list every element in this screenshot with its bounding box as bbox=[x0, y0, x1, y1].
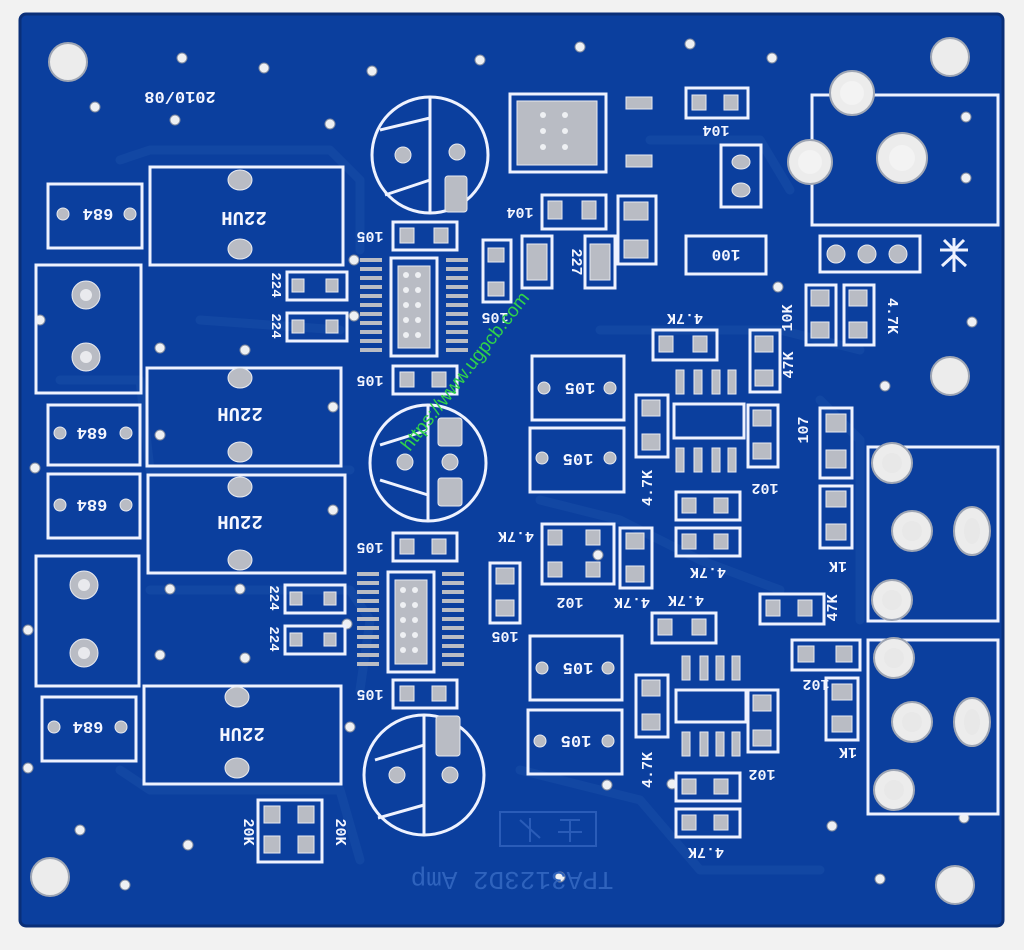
electrolytic-cap-3 bbox=[362, 713, 486, 837]
cap-105-vert: 105 bbox=[488, 561, 522, 644]
label-102-1: 102 bbox=[751, 479, 778, 496]
inductor-1: 22UH bbox=[148, 165, 345, 267]
label-684-2: 684 bbox=[77, 422, 108, 441]
label-22uh-4: 22UH bbox=[219, 722, 265, 744]
dc-jack bbox=[787, 70, 1000, 227]
res-100: 100 bbox=[684, 234, 768, 276]
cap-684-top: 684 bbox=[46, 182, 144, 250]
film-cap-105-c: 105 bbox=[528, 634, 624, 702]
cap-684-3: 684 bbox=[46, 472, 142, 540]
label-105-film-3: 105 bbox=[563, 657, 594, 676]
jumper-2pin bbox=[719, 143, 763, 209]
label-100: 100 bbox=[712, 245, 741, 263]
label-105-5: 105 bbox=[481, 308, 508, 325]
film-cap-105-a: 105 bbox=[530, 354, 626, 422]
label-684-4: 684 bbox=[73, 716, 104, 735]
label-47k-2: 47K bbox=[825, 594, 842, 621]
label-1k-1: 1K bbox=[829, 557, 847, 574]
label-102-2: 102 bbox=[556, 593, 583, 610]
regulator-pad bbox=[508, 92, 653, 174]
cap-105-ic-group: 105 105 105 105 bbox=[356, 220, 459, 710]
film-cap-105-b: 105 bbox=[528, 426, 626, 494]
label-4k7-1: 4.7K bbox=[667, 309, 703, 326]
cap-pair-mid bbox=[616, 194, 658, 266]
cap-224-pair-top: 224 224 bbox=[267, 270, 349, 343]
label-104-2: 104 bbox=[506, 203, 533, 220]
label-224-4: 224 bbox=[265, 626, 281, 651]
label-22uh-1: 22UH bbox=[221, 206, 267, 228]
label-105-4: 105 bbox=[356, 685, 383, 702]
audio-jack-bottom bbox=[866, 637, 1000, 816]
label-4k7-3: 4.7K bbox=[690, 563, 726, 580]
cap-227: 227 bbox=[520, 234, 617, 290]
smd-components-center: 4.7K 47K 4.7K 102 4.7K 4.7K 102 4.7K 4.7… bbox=[498, 309, 842, 860]
cap-684-4: 684 bbox=[40, 695, 138, 763]
label-105-film-2: 105 bbox=[563, 448, 594, 467]
label-684-3: 684 bbox=[77, 494, 108, 513]
label-22uh-2: 22UH bbox=[217, 402, 263, 424]
led-symbol bbox=[940, 238, 968, 272]
board-title: TPA3123D2 Amp bbox=[411, 864, 614, 894]
terminal-block-bottom bbox=[34, 554, 141, 688]
label-224-1: 224 bbox=[267, 272, 283, 297]
label-47k-1: 47K bbox=[781, 351, 798, 378]
label-105-6: 105 bbox=[491, 627, 518, 644]
inductor-4: 22UH bbox=[142, 684, 343, 786]
electrolytic-cap-2 bbox=[368, 403, 488, 523]
cap-684-2: 684 bbox=[46, 403, 142, 467]
inductor-3: 22UH bbox=[146, 473, 347, 575]
label-224-3: 224 bbox=[265, 585, 281, 610]
label-4k7-2: 4.7K bbox=[640, 470, 657, 506]
label-102-3: 102 bbox=[748, 765, 775, 782]
label-4k7-4: 4.7K bbox=[498, 527, 534, 544]
smd-components-right: 107 1K 102 1K bbox=[790, 406, 862, 760]
label-20k-1: 20K bbox=[239, 818, 256, 845]
label-227: 227 bbox=[567, 248, 584, 275]
res-10k-4k7: 10K 4.7K bbox=[780, 283, 900, 347]
label-107: 107 bbox=[796, 416, 813, 443]
label-102-4: 102 bbox=[802, 675, 829, 692]
cap-104-top: 104 bbox=[684, 86, 750, 138]
label-10k: 10K bbox=[780, 304, 797, 331]
opamp-bottom bbox=[674, 655, 748, 757]
label-1k-2: 1K bbox=[839, 743, 857, 760]
res-20k-pair: 20K 20K bbox=[239, 798, 348, 864]
cap-224-pair-bottom: 224 224 bbox=[265, 583, 347, 656]
label-4k7-5: 4.7K bbox=[614, 593, 650, 610]
label-105-2: 105 bbox=[356, 371, 383, 388]
header-3pin bbox=[818, 234, 922, 274]
label-105-film-4: 105 bbox=[561, 730, 592, 749]
label-4k7-7: 4.7K bbox=[640, 752, 657, 788]
label-4k7-8: 4.7K bbox=[688, 843, 724, 860]
date-code: 2010/08 bbox=[144, 86, 215, 105]
ic-tpa-bottom bbox=[357, 570, 464, 674]
cap-104-left: 104 bbox=[506, 193, 608, 231]
film-cap-105-d: 105 bbox=[526, 708, 624, 776]
mounting-holes bbox=[30, 37, 975, 905]
terminal-block-top bbox=[34, 263, 143, 395]
label-20k-2: 20K bbox=[331, 818, 348, 845]
label-105-3: 105 bbox=[356, 538, 383, 555]
label-684-1: 684 bbox=[83, 203, 114, 222]
label-4k7-tr: 4.7K bbox=[883, 298, 900, 334]
cap-105-center: 105 bbox=[481, 238, 513, 325]
chinese-logo-box bbox=[499, 811, 597, 847]
opamp-top bbox=[672, 369, 746, 473]
label-105-film-1: 105 bbox=[565, 377, 596, 396]
inductor-2: 22UH bbox=[145, 366, 343, 468]
audio-jack-top bbox=[866, 442, 1000, 623]
copper-traces bbox=[55, 135, 865, 875]
label-105-1: 105 bbox=[356, 227, 383, 244]
ic-tpa-top bbox=[360, 256, 468, 358]
label-22uh-3: 22UH bbox=[217, 510, 263, 532]
label-104-1: 104 bbox=[702, 121, 729, 138]
label-224-2: 224 bbox=[267, 313, 283, 338]
label-4k7-6: 4.7K bbox=[668, 591, 704, 608]
electrolytic-cap-1 bbox=[370, 95, 490, 215]
